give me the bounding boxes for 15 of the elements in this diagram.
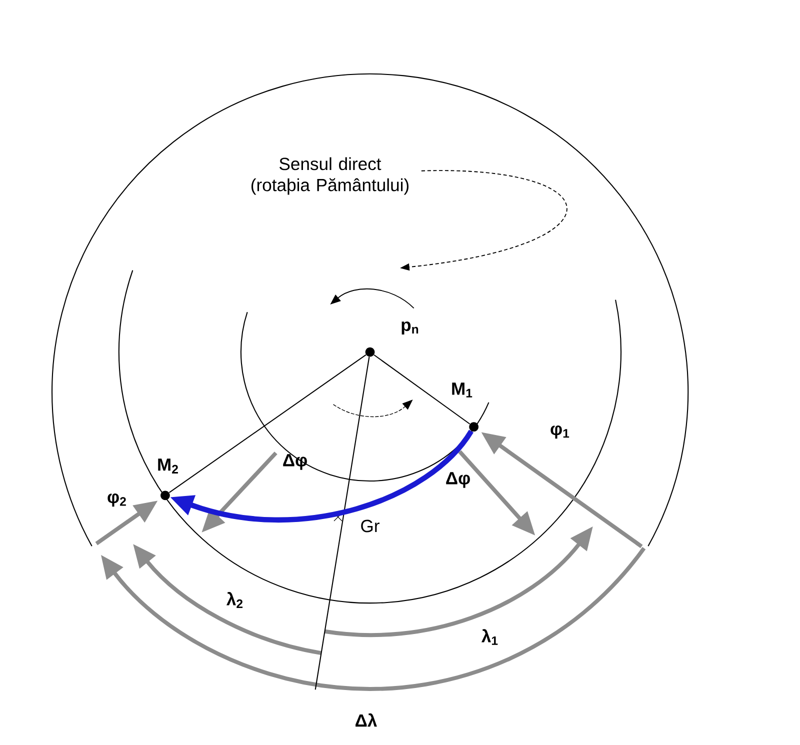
line — [374, 354, 470, 424]
mark-label: Gr — [361, 520, 380, 532]
angle-label: Δφ — [283, 454, 307, 470]
angle-label: Δφ — [446, 472, 470, 488]
angle-label: λ$_{1}$ — [481, 629, 498, 645]
point-label: M$_{2}$ — [158, 458, 178, 474]
angle-label: φ$_{1}$ — [550, 425, 570, 439]
annotation-text: Sensul direct (rotaþia Pământului) — [251, 157, 408, 195]
angle-label: φ$_{2}$ — [108, 493, 126, 507]
angle-label: Δλ — [356, 713, 377, 727]
line — [168, 354, 366, 494]
point-label: M$_{1}$ — [452, 382, 472, 398]
meridian-line — [314, 356, 370, 690]
point-label: p$_{n}$ — [402, 321, 418, 335]
angle-label: λ$_{2}$ — [226, 592, 243, 608]
